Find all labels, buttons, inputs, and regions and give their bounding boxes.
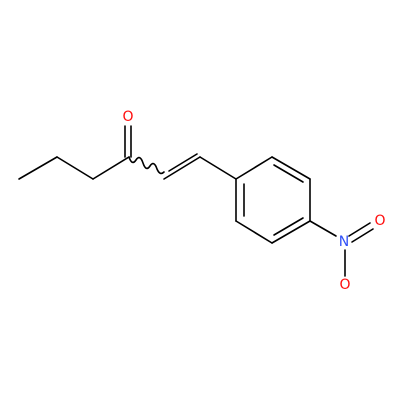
bond-no-upper-b	[351, 228, 374, 243]
ring-bond-2	[271, 156, 311, 180]
ring-bond-1	[235, 156, 273, 180]
bond-c2-c3	[56, 156, 94, 180]
atom-nitro-nitrogen: N	[339, 234, 349, 250]
ring-inner-bond-2	[273, 217, 304, 236]
bond-c3-c4	[92, 156, 130, 180]
bond-no-upper-a	[348, 222, 371, 237]
ring-bond-4	[271, 220, 311, 244]
bond-wavy	[128, 156, 165, 175]
ring-bond-5	[235, 220, 273, 244]
ring-inner-bond-1	[273, 164, 304, 183]
bond-alkene-main	[163, 156, 201, 180]
bond-vinyl-ring	[199, 156, 237, 180]
atom-carbonyl-oxygen: O	[122, 109, 133, 125]
atom-nitro-oxygen-lower: O	[339, 277, 350, 293]
atom-nitro-oxygen-upper: O	[374, 213, 385, 229]
bond-ring-nitro	[309, 220, 337, 237]
bond-c1-c2	[18, 156, 58, 180]
bond-alkene-inner	[168, 153, 198, 172]
